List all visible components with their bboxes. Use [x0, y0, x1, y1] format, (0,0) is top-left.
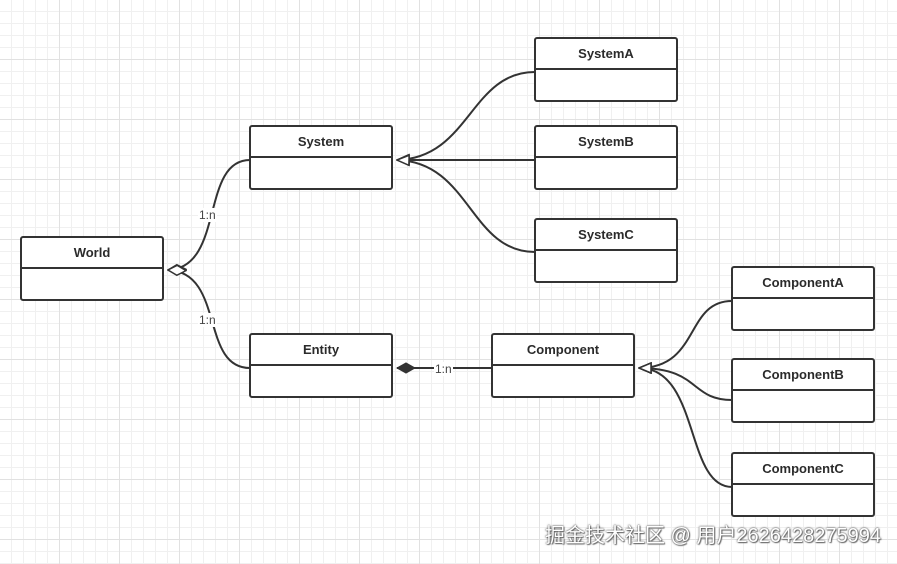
link-componentb-component — [639, 368, 733, 401]
class-box-system-c[interactable]: SystemC — [534, 218, 678, 283]
class-name-system-b: SystemB — [536, 127, 676, 158]
class-name-component-a: ComponentA — [733, 268, 873, 299]
class-box-component-a[interactable]: ComponentA — [731, 266, 875, 331]
multiplicity-entity-component: 1:n — [434, 362, 453, 376]
class-box-system[interactable]: System — [249, 125, 393, 190]
class-box-component-b[interactable]: ComponentB — [731, 358, 875, 423]
multiplicity-world-entity: 1:n — [198, 313, 217, 327]
class-name-system-c: SystemC — [536, 220, 676, 251]
class-name-entity: Entity — [251, 335, 391, 366]
class-box-system-b[interactable]: SystemB — [534, 125, 678, 190]
link-systema-system — [397, 71, 536, 160]
class-box-component-c[interactable]: ComponentC — [731, 452, 875, 517]
class-box-entity[interactable]: Entity — [249, 333, 393, 398]
link-componenta-component — [639, 300, 733, 368]
class-name-component: Component — [493, 335, 633, 366]
link-componentc-component — [639, 368, 733, 488]
watermark: 掘金技术社区 @ 用户2626428275994 — [544, 525, 881, 547]
class-box-component[interactable]: Component — [491, 333, 635, 398]
class-box-system-a[interactable]: SystemA — [534, 37, 678, 102]
class-name-component-c: ComponentC — [733, 454, 873, 485]
link-systemc-system — [397, 160, 536, 253]
class-name-system: System — [251, 127, 391, 158]
multiplicity-world-system: 1:n — [198, 208, 217, 222]
class-box-world[interactable]: World — [20, 236, 164, 301]
class-name-system-a: SystemA — [536, 39, 676, 70]
class-name-component-b: ComponentB — [733, 360, 873, 391]
class-name-world: World — [22, 238, 162, 269]
